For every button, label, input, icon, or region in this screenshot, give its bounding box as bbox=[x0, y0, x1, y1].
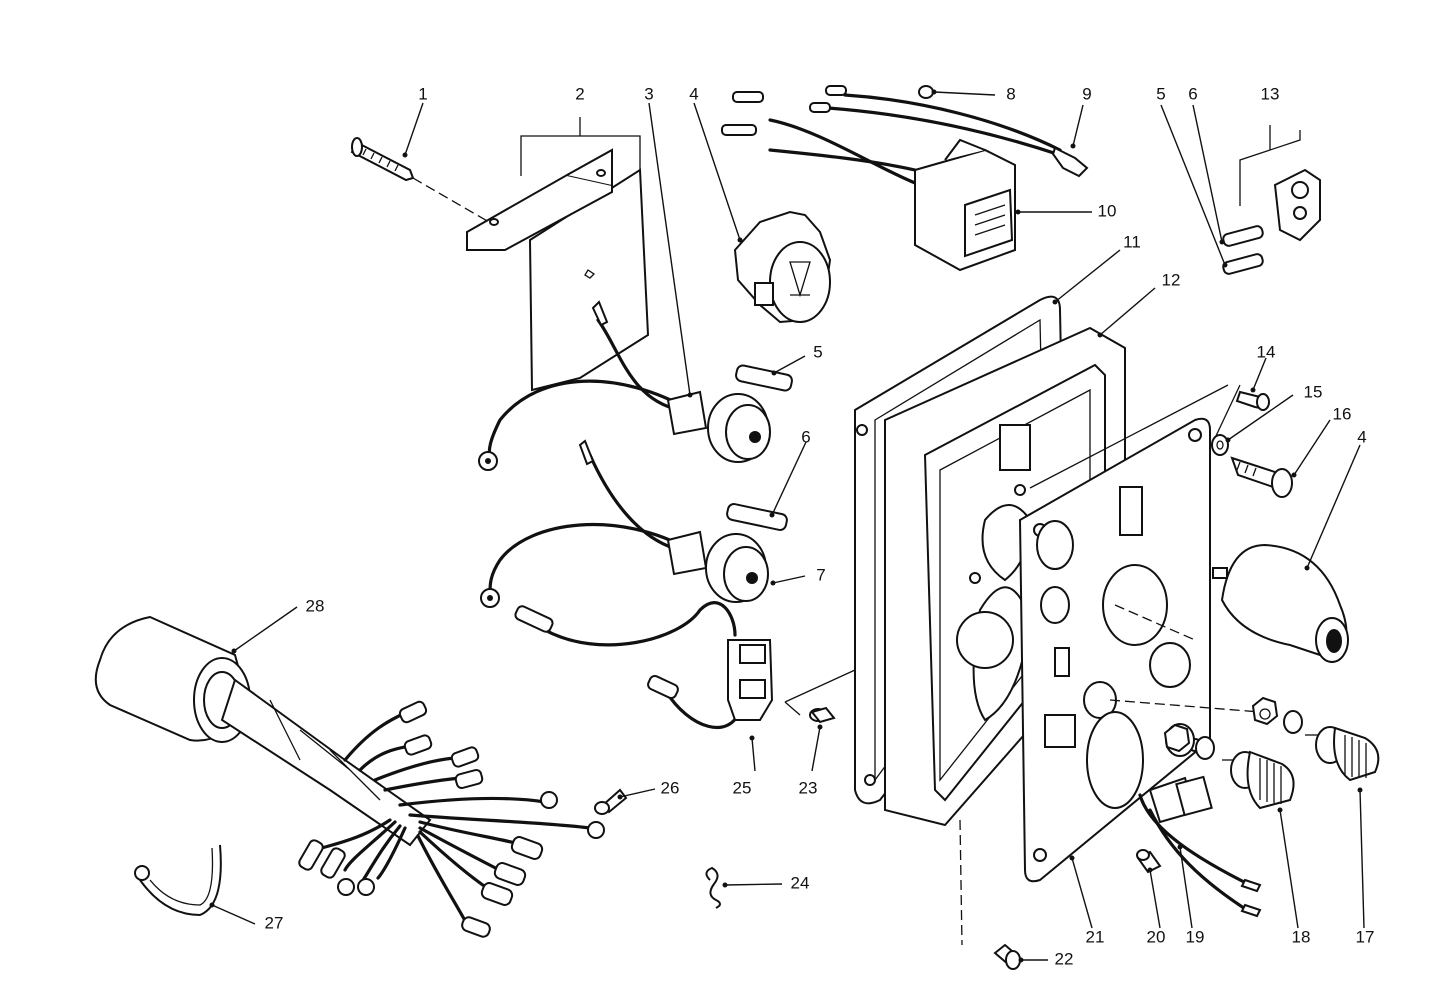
callout-27: 27 bbox=[265, 913, 284, 932]
part-16-bolt bbox=[1230, 456, 1293, 498]
callout-11: 11 bbox=[1123, 232, 1141, 251]
callout-22: 22 bbox=[1055, 949, 1074, 968]
callout-8: 8 bbox=[1006, 84, 1015, 103]
part-28-harness bbox=[94, 615, 605, 938]
callout-10: 10 bbox=[1098, 201, 1117, 220]
part-fuses-top-right bbox=[1222, 125, 1321, 275]
callout-6-mid: 6 bbox=[801, 427, 810, 446]
callout-14: 14 bbox=[1257, 342, 1276, 361]
part-20-cap bbox=[1136, 849, 1162, 874]
part-23-screw bbox=[809, 706, 836, 724]
callout-4-right: 4 bbox=[1357, 427, 1366, 446]
part-1-screw bbox=[350, 137, 415, 182]
callout-2: 2 bbox=[575, 84, 584, 103]
callout-labels: 1 2 3 4 8 9 5 6 13 10 11 12 5 14 15 16 4… bbox=[265, 84, 1375, 968]
harness-wires bbox=[313, 711, 592, 932]
part-7-switch bbox=[480, 439, 769, 608]
callout-12: 12 bbox=[1162, 270, 1181, 289]
callout-15: 15 bbox=[1304, 382, 1323, 401]
callout-20: 20 bbox=[1147, 927, 1166, 946]
part-10-relay bbox=[721, 85, 1089, 272]
part-4-boot-right bbox=[1212, 543, 1349, 663]
callout-28: 28 bbox=[306, 596, 325, 615]
callout-18: 18 bbox=[1292, 927, 1311, 946]
callout-16: 16 bbox=[1333, 404, 1352, 423]
callout-25: 25 bbox=[733, 778, 752, 797]
callout-17: 17 bbox=[1356, 927, 1375, 946]
part-19-switch bbox=[1138, 775, 1262, 918]
part-24-clip bbox=[705, 866, 721, 909]
callout-21: 21 bbox=[1086, 927, 1105, 946]
leader-dots bbox=[209, 89, 1363, 963]
callout-3: 3 bbox=[644, 84, 653, 103]
callout-4-top: 4 bbox=[689, 84, 698, 103]
callout-5-mid: 5 bbox=[813, 342, 822, 361]
callout-9: 9 bbox=[1082, 84, 1091, 103]
part-22-screw bbox=[993, 943, 1021, 970]
harness-terminals bbox=[298, 700, 605, 938]
part-12-housing bbox=[884, 326, 1126, 827]
callout-19: 19 bbox=[1186, 927, 1205, 946]
callout-23: 23 bbox=[799, 778, 818, 797]
part-6-fuse bbox=[726, 503, 788, 531]
callout-13: 13 bbox=[1261, 84, 1280, 103]
part-nuts-washers bbox=[1163, 696, 1303, 760]
part-18-knob bbox=[1222, 750, 1295, 810]
part-27-strap bbox=[134, 844, 222, 917]
part-26-screw bbox=[594, 788, 628, 815]
part-25-terminal bbox=[514, 601, 774, 729]
callout-24: 24 bbox=[791, 873, 810, 892]
callout-7: 7 bbox=[816, 565, 825, 584]
part-4-boot-top bbox=[733, 210, 832, 324]
callout-5-top: 5 bbox=[1156, 84, 1165, 103]
leader-lines bbox=[211, 91, 1365, 961]
part-17-knob bbox=[1305, 726, 1380, 782]
part-5-fuse bbox=[735, 364, 793, 392]
callout-1: 1 bbox=[418, 84, 427, 103]
part-14-screw bbox=[1235, 390, 1270, 411]
callout-6-top: 6 bbox=[1188, 84, 1197, 103]
callout-26: 26 bbox=[661, 778, 680, 797]
part-15-washer bbox=[1211, 434, 1229, 456]
part-2-bracket bbox=[466, 117, 650, 392]
